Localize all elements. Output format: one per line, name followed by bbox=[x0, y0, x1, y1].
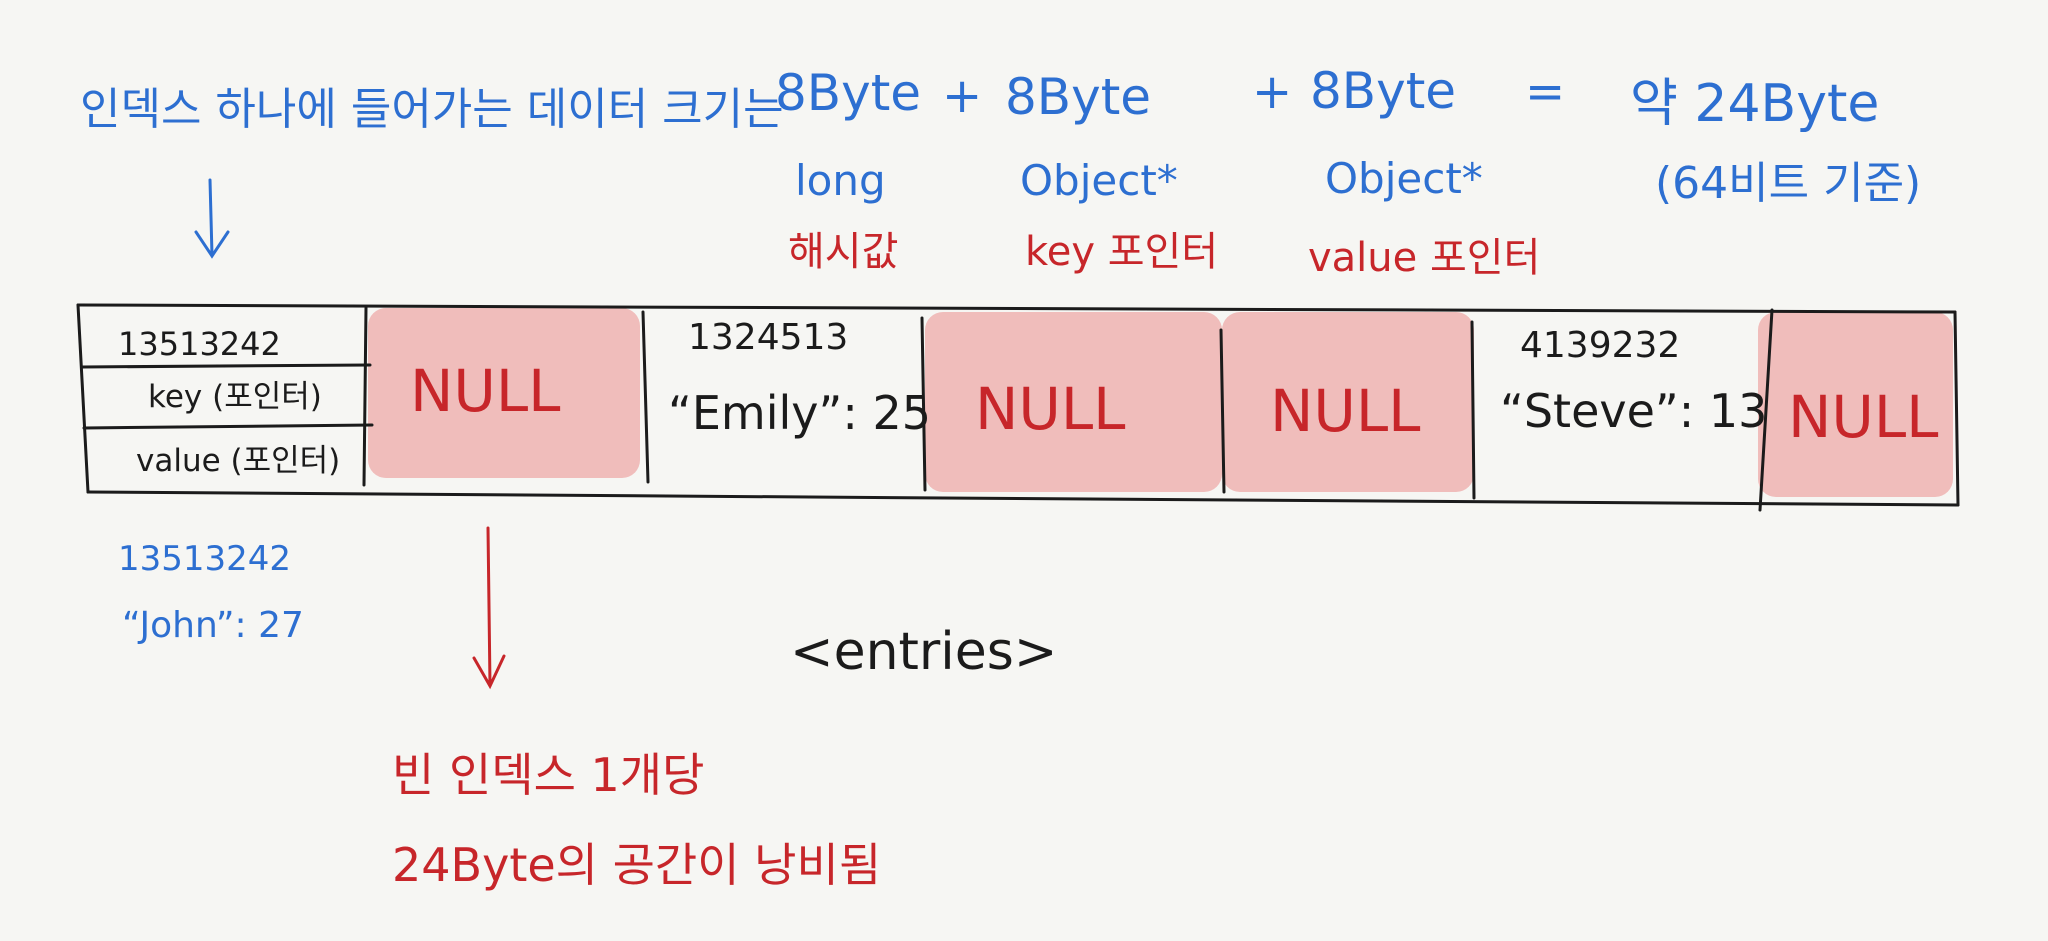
divider-1 bbox=[362, 306, 368, 487]
cell-entry-emily: “Emily”: 25 bbox=[668, 386, 931, 440]
basis-note: (64비트 기준) bbox=[1655, 158, 1922, 209]
table-top-border bbox=[76, 303, 1957, 314]
divider-3 bbox=[920, 316, 927, 492]
equals-sign: = bbox=[1525, 64, 1566, 120]
john-entry: “John”: 27 bbox=[122, 605, 304, 646]
entries-label: <entries> bbox=[790, 622, 1058, 682]
table-bottom-border bbox=[86, 490, 1960, 507]
value-pointer-label: value 포인터 bbox=[1308, 235, 1541, 281]
byte-long: 8Byte bbox=[775, 64, 922, 122]
object-key-label: Object* bbox=[1020, 156, 1178, 205]
long-label: long bbox=[795, 156, 886, 205]
divider-5 bbox=[1470, 320, 1476, 500]
row-line-2 bbox=[82, 423, 374, 430]
key-pointer-label: key 포인터 bbox=[1025, 229, 1219, 275]
table-right-border bbox=[1953, 310, 1960, 507]
legend-key: key (포인터) bbox=[148, 379, 322, 415]
divider-4 bbox=[1219, 328, 1226, 494]
cell-entry-steve: “Steve”: 13 bbox=[1500, 384, 1768, 438]
null-fill-4 bbox=[1758, 312, 1953, 497]
null-cell-2: NULL bbox=[975, 375, 1126, 443]
plus-sign-2: + bbox=[1252, 64, 1293, 120]
null-cell-1: NULL bbox=[410, 357, 561, 425]
cell-hash-emily: 1324513 bbox=[688, 317, 849, 358]
null-cell-4: NULL bbox=[1788, 383, 1939, 451]
null-fill-3 bbox=[1222, 312, 1474, 492]
header-title: 인덱스 하나에 들어가는 데이터 크기는 bbox=[80, 84, 784, 135]
waste-note-line2: 24Byte의 공간이 낭비됨 bbox=[392, 838, 882, 892]
total-size: 약 24Byte bbox=[1630, 74, 1880, 134]
object-value-label: Object* bbox=[1325, 154, 1483, 203]
plus-sign-1: + bbox=[942, 68, 983, 124]
null-cell-3: NULL bbox=[1270, 377, 1421, 445]
null-fill-2 bbox=[925, 312, 1222, 492]
john-hash: 13513242 bbox=[118, 539, 292, 579]
table-left-border bbox=[76, 303, 90, 494]
red-arrow-icon bbox=[472, 526, 506, 690]
blue-arrow-icon bbox=[194, 178, 230, 259]
row-line-1 bbox=[80, 363, 372, 369]
null-fill-1 bbox=[368, 308, 640, 478]
hash-value-label: 해시값 bbox=[788, 229, 899, 275]
waste-note-line1: 빈 인덱스 1개당 bbox=[392, 748, 705, 802]
legend-value: value (포인터) bbox=[136, 443, 341, 479]
legend-hash: 13513242 bbox=[118, 325, 281, 363]
divider-2 bbox=[641, 310, 650, 484]
cell-hash-steve: 4139232 bbox=[1520, 325, 1681, 366]
divider-6 bbox=[1758, 308, 1774, 512]
byte-value: 8Byte bbox=[1310, 62, 1457, 120]
byte-key: 8Byte bbox=[1005, 68, 1152, 126]
